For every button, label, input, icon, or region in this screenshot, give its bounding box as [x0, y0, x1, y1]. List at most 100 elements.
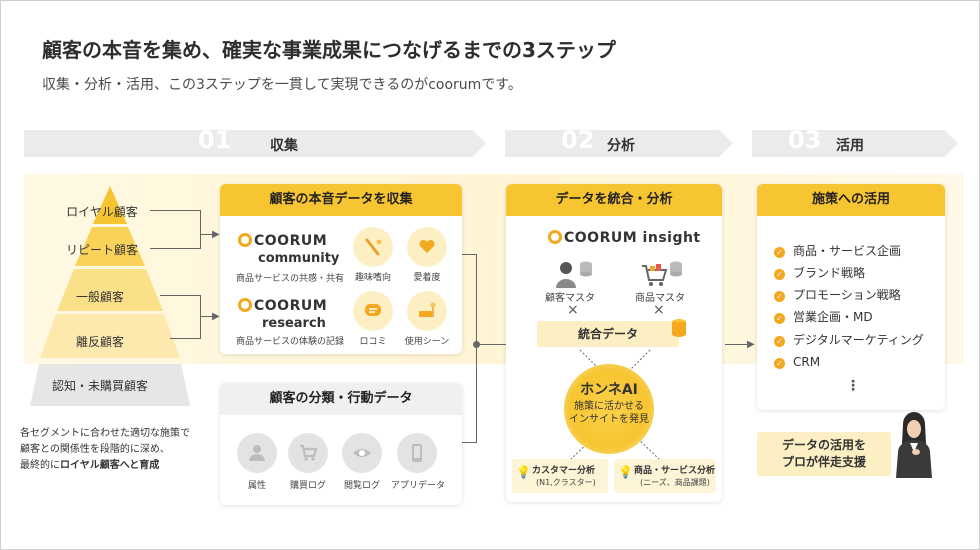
coorum-ring-icon: [238, 233, 252, 247]
honne-ai-desc: 施策に活かせる インサイトを発見: [564, 400, 654, 426]
pyramid-level-repeat: [75, 227, 145, 266]
step-2-label: 分析: [607, 138, 635, 154]
connector: [200, 295, 201, 339]
product-analysis-sub: (ニーズ、商品課題): [640, 478, 710, 487]
integrated-data-box: 統合データ: [537, 321, 679, 347]
pyramid-level-royal: [93, 186, 127, 224]
coorum-insight-logo: COORUM insight: [548, 230, 701, 246]
step-1-number: 01: [198, 126, 232, 154]
more-items-indicator: ⋮: [846, 378, 860, 394]
support-text: データの活用を プロが伴走支援: [757, 437, 891, 471]
icon-label-reviews: ロコミ: [359, 337, 387, 347]
utilize-item-label: デジタルマーケティング: [793, 333, 924, 347]
support-line: データの活用を: [781, 438, 866, 452]
scene-icon: [407, 291, 447, 331]
person-icon: [237, 433, 277, 473]
eye-icon: [342, 433, 382, 473]
arrow-head-icon: ▶: [212, 311, 220, 322]
customer-master-icon: [548, 258, 592, 288]
check-icon: ✓: [774, 313, 785, 324]
connector: [200, 210, 201, 249]
utilize-item: ✓ブランド戦略: [774, 264, 865, 281]
utilize-item: ✓プロモーション戦略: [774, 286, 901, 303]
connector: [150, 248, 200, 249]
product-desc-community: 商品サービスの共感・共有: [236, 274, 345, 284]
caption-line-2: 顧客との関係性を段階的に深め、: [20, 444, 170, 455]
caption-highlight: ロイヤル顧客へと育成: [60, 460, 160, 471]
connector: [476, 344, 512, 345]
icon-label-usage-scene: 使用シーン: [404, 337, 450, 347]
support-line: プロが伴走支援: [781, 455, 866, 469]
behavior-card: 顧客の分類・行動データ: [220, 383, 462, 505]
product-master-label: 商品マスタ: [635, 293, 685, 304]
step-3-number: 03: [788, 126, 822, 154]
page-title: 顧客の本音を集め、確実な事業成果につなげるまでの3ステップ: [42, 38, 616, 62]
connector: [150, 210, 200, 211]
ai-desc-line: インサイトを発見: [569, 414, 649, 425]
pyramid-caption: 各セグメントに合わせた適切な施策で 顧客との関係性を段階的に深め、 最終的にロイ…: [20, 426, 190, 474]
connector: [725, 344, 751, 345]
pyramid-label-royal: ロイヤル顧客: [66, 205, 138, 219]
customer-analysis-title: カスタマー分析: [532, 466, 596, 476]
logo-brand: COORUM: [254, 233, 328, 249]
check-icon: ✓: [774, 291, 785, 302]
customer-master-label: 顧客マスタ: [545, 293, 595, 304]
step-2-number: 02: [561, 126, 595, 154]
times-mark: ×: [653, 302, 665, 318]
behavior-label-attribute: 属性: [247, 481, 266, 491]
pyramid-label-churn: 離反顧客: [75, 335, 124, 349]
connector: [160, 295, 200, 296]
arrow-head-icon: ▶: [212, 229, 220, 240]
pyramid-level-general: [57, 269, 163, 311]
product-analysis-title: 商品・サービス分析: [634, 466, 716, 476]
check-icon: ✓: [774, 336, 785, 347]
collect-card-title: 顧客の本音データを収集: [220, 184, 462, 216]
step-3-label: 活用: [836, 138, 864, 154]
pyramid-level-prospect: [30, 364, 190, 406]
utilize-item: ✓ デジタルマーケティング: [774, 331, 924, 348]
utilize-item: ✓ 営業企画・MD: [774, 308, 873, 325]
behavior-label-app-data: アプリデータ: [390, 481, 445, 491]
connector: [476, 254, 477, 443]
product-analysis-box: [614, 459, 716, 493]
utilize-item: ✓商品・サービス企画: [774, 242, 901, 259]
cart-icon: [288, 433, 328, 473]
product-name-community: community: [258, 251, 340, 266]
step-2-chevron: 02 分析: [505, 130, 733, 157]
page-subtitle: 収集・分析・活用、この3ステップを一貫して実現できるのがcoorumです。: [42, 77, 522, 93]
utilize-item-label: 営業企画・MD: [793, 310, 873, 324]
junction-dot: [473, 341, 480, 348]
coorum-research-logo: COORUM: [238, 298, 327, 314]
step-1-chevron: 01 収集: [24, 130, 486, 157]
coorum-community-logo: COORUM: [238, 233, 327, 249]
logo-product: insight: [642, 230, 701, 246]
connector: [200, 316, 216, 317]
coorum-ring-icon: [238, 298, 252, 312]
step-3-chevron: 03 活用: [752, 130, 958, 157]
product-desc-research: 商品サービスの体験の記録: [236, 337, 345, 347]
chat-bubble-icon: [353, 291, 393, 331]
phone-icon: [397, 433, 437, 473]
logo-brand: COORUM: [564, 230, 638, 246]
bat-icon: [353, 227, 393, 267]
check-icon: ✓: [774, 269, 785, 280]
product-master-icon: [638, 258, 684, 288]
step-1-label: 収集: [270, 138, 298, 154]
heart-hand-icon: [407, 227, 447, 267]
caption-line-3: 最終的に: [20, 460, 60, 471]
connector: [200, 234, 216, 235]
lightbulb-icon: 💡: [516, 465, 531, 479]
behavior-label-purchase-log: 購買ログ: [289, 481, 326, 491]
utilize-card: 施策への活用: [757, 184, 945, 410]
product-name-research: research: [262, 316, 326, 331]
connector: [462, 254, 476, 255]
behavior-label-browse-log: 閲覧ログ: [343, 481, 380, 491]
lightbulb-icon: 💡: [618, 465, 633, 479]
caption-line-1: 各セグメントに合わせた適切な施策で: [20, 428, 190, 439]
pyramid-label-prospect: 認知・未購買顧客: [51, 379, 148, 393]
honne-ai-circle: [564, 364, 654, 454]
pyramid-label-general: 一般顧客: [75, 290, 124, 304]
icon-label-attachment: 愛着度: [413, 273, 441, 283]
coorum-ring-icon: [548, 230, 562, 244]
customer-pyramid: [30, 186, 190, 406]
